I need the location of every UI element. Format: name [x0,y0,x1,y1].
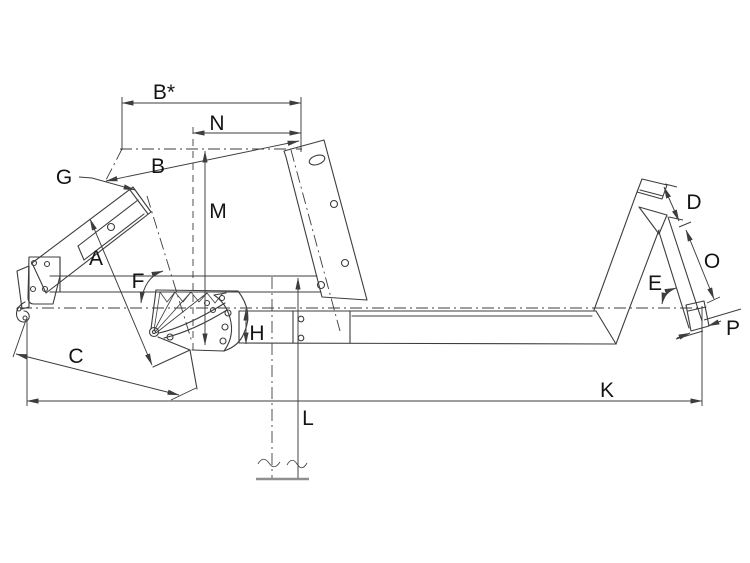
ground-symbol [256,458,309,481]
dimension-b-star: B* [121,81,302,152]
dimension-e: E [648,272,677,305]
dimension-label-o: O [704,250,720,273]
dimension-label-a: A [89,247,103,270]
dimension-label-k: K [600,379,614,402]
dimension-l: L [295,277,314,478]
dimension-m: M [202,150,227,346]
dimension-label-e: E [648,272,662,295]
dimension-c: C [12,319,197,401]
dimension-label-h: H [249,322,264,345]
dimension-p: P [675,308,742,340]
rear-arm [593,178,703,345]
front-plate [16,256,61,310]
dimension-n: N [192,112,302,136]
dimension-label-d: D [686,191,701,214]
dimension-g: G [56,166,136,191]
dimension-label-b: B [151,155,165,178]
dimension-label-n: N [209,112,224,135]
dimension-b: B [105,140,300,182]
pivot-bracket [148,289,249,390]
dimension-label-g: G [56,166,72,189]
dimension-k: K [26,306,703,406]
dimension-label-b-star: B* [153,81,175,104]
dimension-label-p: P [726,317,740,340]
dimension-h: H [243,308,265,345]
dimension-label-c: C [68,345,83,368]
dimension-d: D [663,183,702,222]
dimension-o: O [678,221,721,304]
dimension-a: A [89,218,153,366]
dimension-label-l: L [302,407,314,430]
subframe-rail [238,310,617,345]
centerlines [20,127,702,478]
dimension-label-m: M [209,200,227,223]
dimension-label-f: F [132,270,145,293]
dimension-f: F [132,270,164,304]
